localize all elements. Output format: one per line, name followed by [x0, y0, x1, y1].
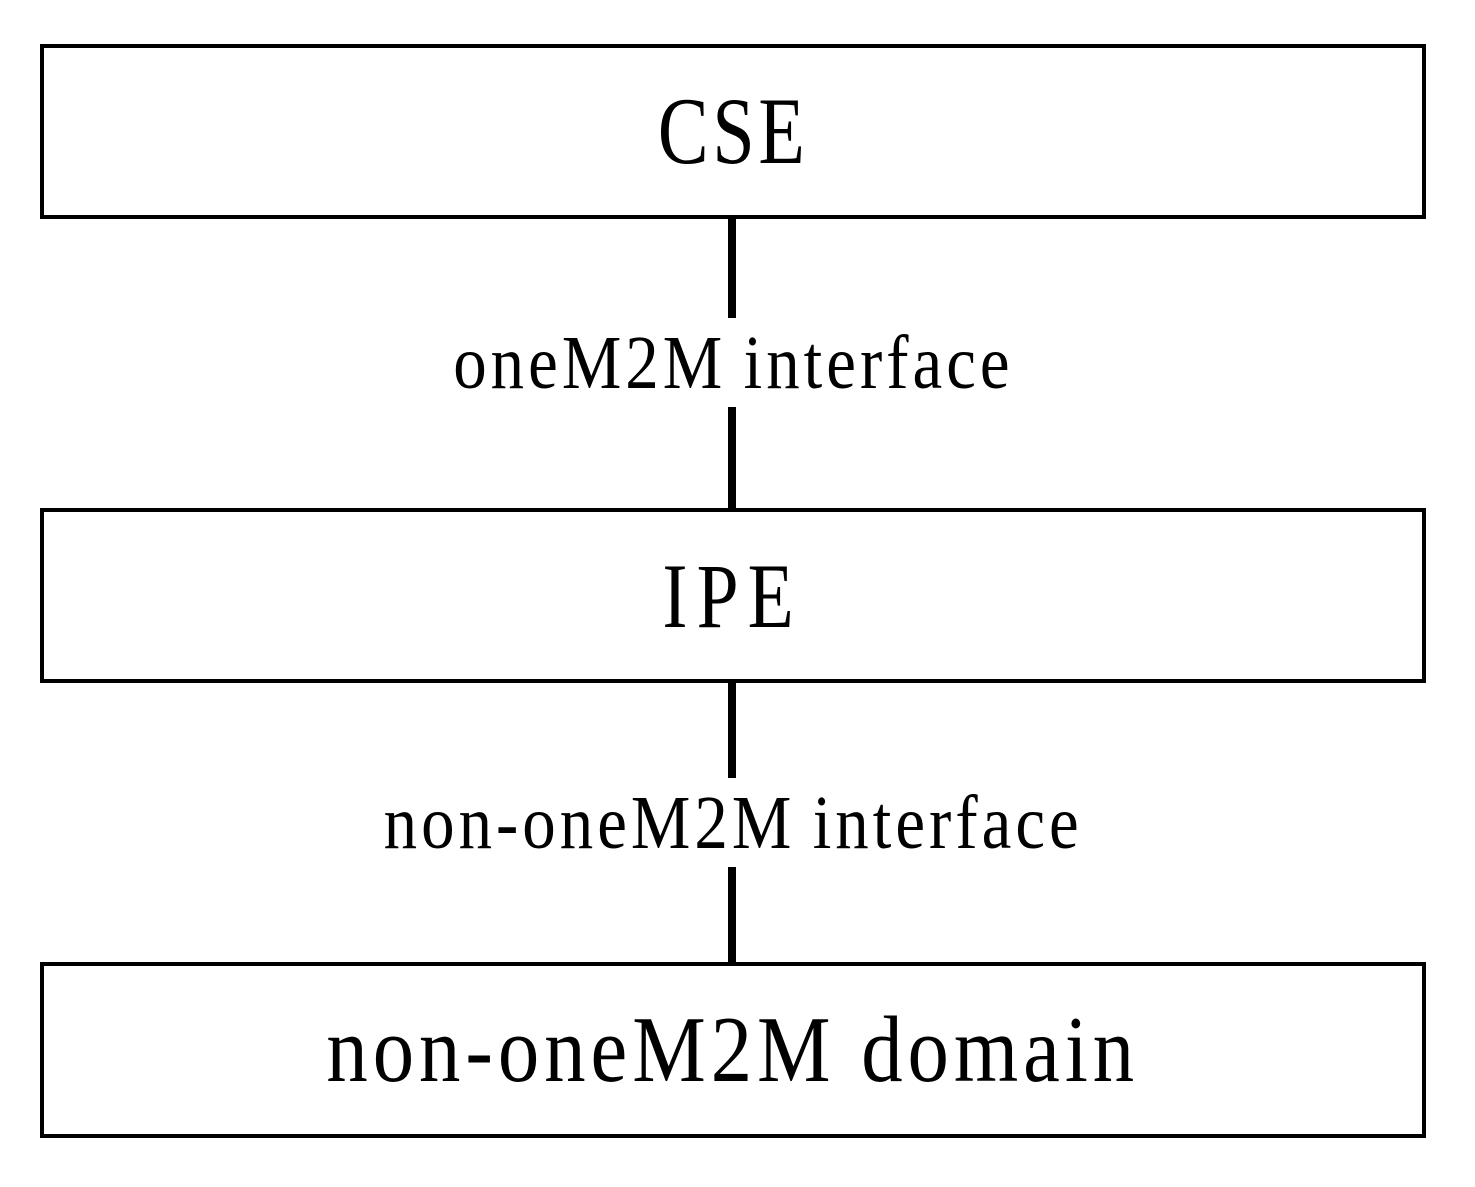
edge-label-non-onem2m-interface-text: non-oneM2M interface: [383, 780, 1083, 865]
node-cse: CSE: [40, 44, 1426, 219]
connector-ipe-domain-upper-segment: [728, 683, 736, 778]
connector-cse-ipe-upper-segment: [728, 219, 736, 318]
connector-ipe-domain-lower-segment: [728, 867, 736, 962]
node-ipe: IPE: [40, 508, 1426, 683]
node-ipe-label: IPE: [662, 544, 804, 647]
edge-label-onem2m-interface: oneM2M interface: [40, 318, 1426, 407]
node-non-onem2m-domain-label: non-oneM2M domain: [326, 998, 1140, 1102]
node-cse-label: CSE: [657, 78, 809, 184]
connector-cse-ipe-lower-segment: [728, 407, 736, 508]
node-non-onem2m-domain: non-oneM2M domain: [40, 962, 1426, 1138]
edge-label-onem2m-interface-text: oneM2M interface: [452, 320, 1014, 405]
edge-label-non-onem2m-interface: non-oneM2M interface: [40, 778, 1426, 867]
